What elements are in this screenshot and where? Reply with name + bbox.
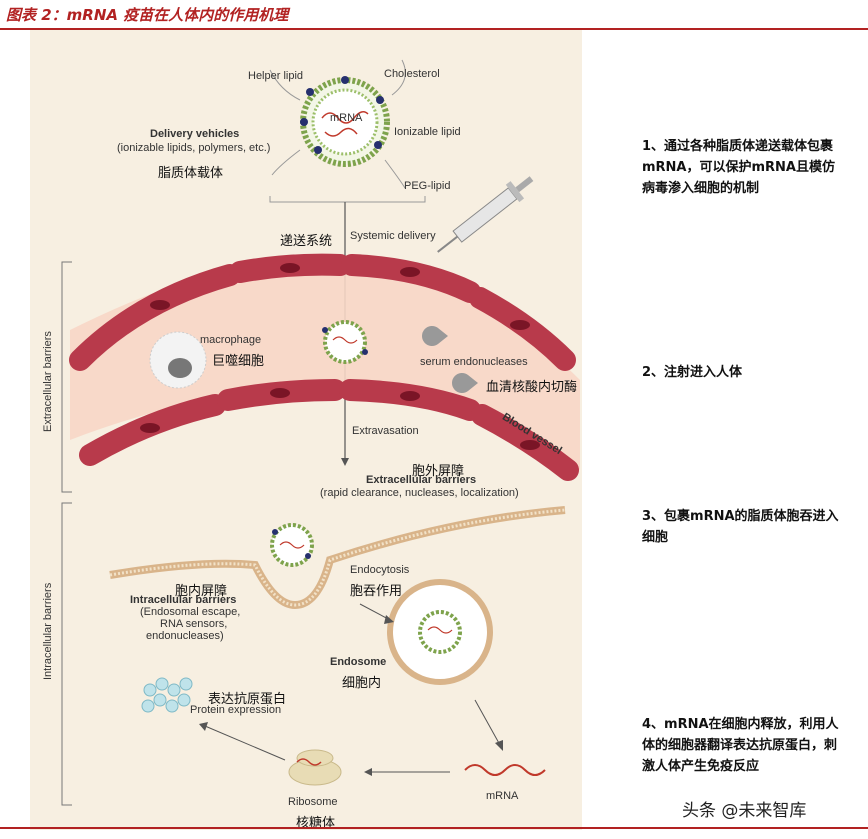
figure-header: 图表 2：mRNA 疫苗在人体内的作用机理 [0, 0, 868, 30]
intracellular-sub-2: RNA sensors, [160, 618, 228, 630]
ribosome-shape [288, 749, 342, 786]
extravasation-label: Extravasation [352, 425, 419, 437]
extracellular-title: Extracellular barriers [366, 474, 477, 486]
intracellular-side-label: Intracellular barriers [42, 582, 54, 680]
intracellular-cn: 胞内屏障 [175, 584, 228, 599]
mrna-inner-label: mRNA [330, 112, 363, 124]
serum-endonucleases-cn: 血清核酸内切酶 [486, 380, 578, 395]
delivery-vehicles-cn: 脂质体载体 [158, 166, 224, 181]
endosome-cn: 细胞内 [342, 676, 382, 691]
protein-expression-cn: 表达抗原蛋白 [208, 692, 287, 707]
delivery-vehicles-label: Delivery vehicles [150, 128, 240, 140]
macrophage-label: macrophage [200, 334, 262, 346]
delivery-vehicles-sub: (ionizable lipids, polymers, etc.) [117, 142, 271, 154]
helper-lipid-label: Helper lipid [248, 70, 304, 82]
intracellular-sub-1: (Endosomal escape, [140, 606, 241, 618]
endosome-vesicle [387, 579, 493, 685]
intracellular-title: Intracellular barriers [130, 594, 237, 606]
endocytosis-label: Endocytosis [350, 564, 410, 576]
step-3-text: 3、包裹mRNA的脂质体胞吞进入细胞 [642, 509, 839, 545]
endonuclease-shape [421, 326, 448, 346]
lipid-nanoparticle [269, 59, 426, 203]
endocytosis-cn: 胞吞作用 [350, 584, 403, 599]
endosome-label: Endosome [330, 656, 387, 668]
step-4-text: 4、mRNA在细胞内释放，利用人体的细胞器翻译表达抗原蛋白，刺激人体产生免疫反应 [642, 717, 839, 774]
ribosome-label: Ribosome [288, 796, 338, 808]
extracellular-side-label: Extracellular barriers [42, 331, 54, 432]
cholesterol-label: Cholesterol [384, 68, 440, 80]
entering-nanoparticle [270, 523, 314, 567]
peg-lipid-label: PEG-lipid [404, 180, 451, 192]
vessel-nanoparticle [322, 320, 368, 364]
step-2-text: 2、注射进入人体 [642, 365, 743, 380]
ionizable-lipid-label: Ionizable lipid [394, 126, 461, 138]
serum-endonucleases-label: serum endonucleases [420, 356, 528, 368]
extracellular-sub: (rapid clearance, nucleases, localizatio… [320, 487, 519, 499]
extracellular-bracket [61, 261, 72, 493]
systemic-delivery-label: Systemic delivery [350, 230, 436, 242]
protein-expression-label: Protein expression [190, 704, 282, 716]
macrophage-cn: 巨噬细胞 [212, 354, 265, 369]
protein-beads [141, 677, 193, 713]
extracellular-cn: 胞外屏障 [412, 464, 465, 479]
intracellular-bracket [61, 502, 72, 806]
blood-vessel [69, 253, 580, 481]
syringe [437, 176, 534, 253]
figure-footer-rule [0, 827, 868, 839]
systemic-delivery-cn: 递送系统 [280, 234, 333, 249]
figure-title: 图表 2：mRNA 疫苗在人体内的作用机理 [6, 6, 289, 24]
source-watermark: 头条 @未来智库 [676, 794, 813, 823]
intracellular-sub-3: endonucleases) [146, 630, 224, 642]
mrna-label: mRNA [486, 790, 519, 802]
endonuclease-shape [451, 373, 478, 393]
step-1-text: 1、通过各种脂质体递送载体包裹mRNA，可以保护mRNA且模仿病毒渗入细胞的机制 [642, 139, 835, 196]
mrna-strand [464, 764, 546, 776]
macrophage-cell [149, 331, 207, 389]
